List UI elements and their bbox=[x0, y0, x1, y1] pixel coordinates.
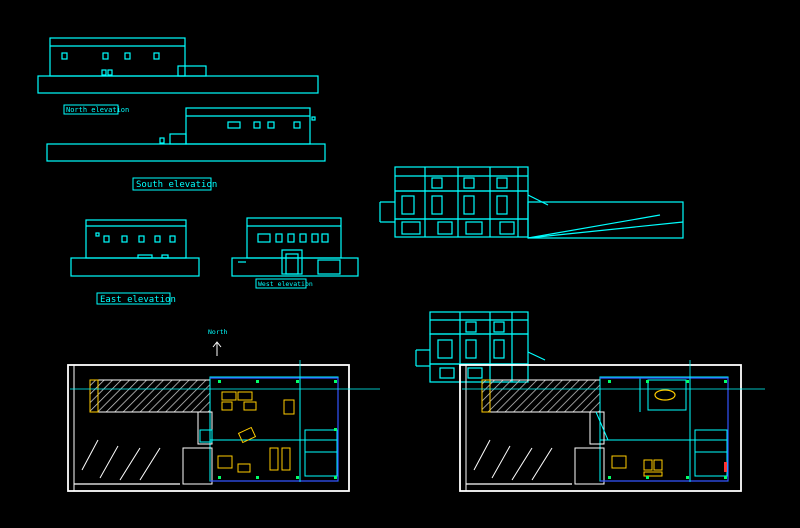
building-section-2[interactable] bbox=[415, 311, 546, 383]
west-elevation[interactable] bbox=[231, 217, 359, 277]
west-elevation-text: West elevation bbox=[258, 280, 313, 288]
west-elevation-label: West elevation bbox=[255, 278, 313, 289]
south-elevation[interactable] bbox=[46, 107, 326, 162]
east-elevation[interactable] bbox=[70, 219, 200, 277]
north-elevation-text: North elevation bbox=[66, 106, 129, 114]
floor-plan-1[interactable] bbox=[67, 360, 380, 492]
east-elevation-label: East elevation bbox=[96, 292, 176, 305]
south-elevation-text: South elevation bbox=[136, 180, 217, 190]
south-elevation-label: South elevation bbox=[132, 177, 217, 191]
east-elevation-text: East elevation bbox=[100, 295, 176, 305]
floor-plan-2[interactable] bbox=[459, 360, 765, 492]
north-arrow-text: North bbox=[208, 328, 228, 336]
north-elevation-label: North elevation bbox=[63, 104, 129, 115]
north-arrow: North bbox=[208, 328, 228, 356]
north-elevation[interactable] bbox=[37, 37, 319, 94]
building-section-1[interactable] bbox=[379, 166, 684, 239]
